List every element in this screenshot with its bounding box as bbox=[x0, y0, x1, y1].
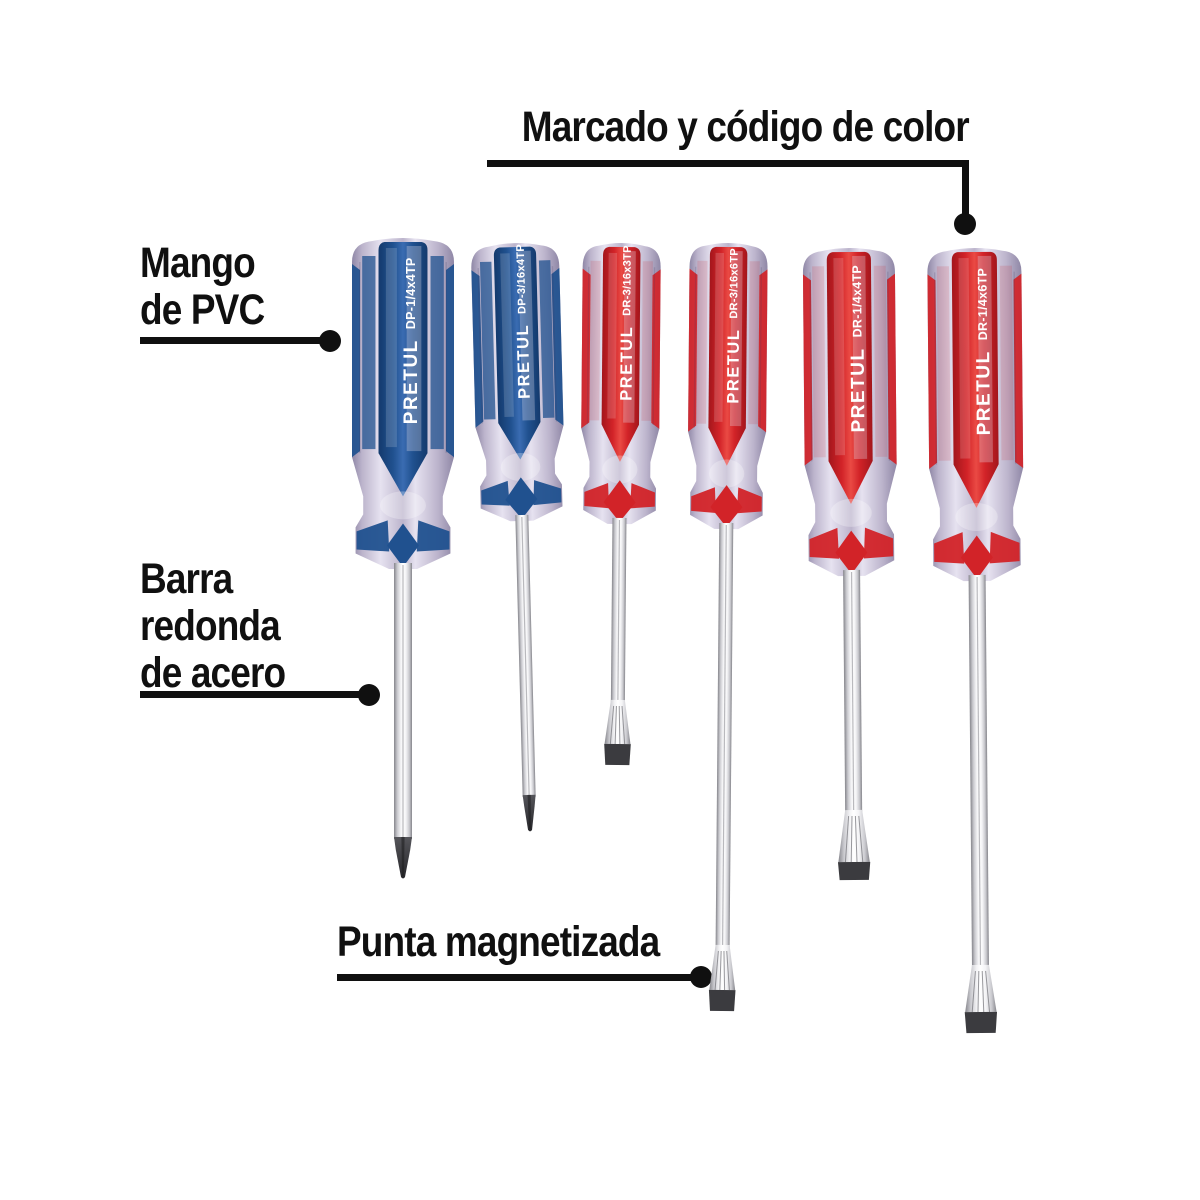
handle-core bbox=[826, 251, 873, 504]
flat-tip-end bbox=[837, 861, 871, 881]
callout-dot-mango bbox=[319, 330, 341, 352]
annotation-marcado-label: Marcado y código de color bbox=[449, 103, 970, 151]
annotation-punta-text: Punta magnetizada bbox=[337, 918, 660, 966]
handle-core bbox=[708, 246, 748, 466]
callout-line-marcado-vertical bbox=[962, 160, 969, 216]
handle-core bbox=[493, 246, 541, 460]
handle-label: PRETULDP-1/4x4TP bbox=[401, 257, 422, 424]
callout-line-punta bbox=[337, 974, 694, 981]
callout-line-marcado-horizontal bbox=[487, 160, 969, 167]
flat-tip-end bbox=[964, 1011, 998, 1034]
screwdriver-1: PRETULDP-1/4x4TP bbox=[352, 238, 454, 879]
handle-core bbox=[951, 251, 999, 508]
callout-dot-barra bbox=[358, 684, 380, 706]
annotation-barra-text: Barra redonda de acero bbox=[140, 555, 286, 697]
flat-tip-flare bbox=[838, 809, 870, 863]
handle-label: PRETULDR-3/16x6TP bbox=[724, 248, 743, 404]
handle-core bbox=[601, 246, 641, 462]
handle-label: PRETULDR-1/4x4TP bbox=[846, 265, 868, 433]
callout-dot-punta bbox=[690, 966, 712, 988]
screwdriver-5: PRETULDR-1/4x4TP bbox=[802, 248, 897, 881]
screwdriver-2: PRETULDP-3/16x4TP bbox=[471, 243, 564, 832]
annotation-punta-label: Punta magnetizada bbox=[337, 919, 712, 966]
screwdriver-3: PRETULDR-3/16x3TP bbox=[581, 243, 661, 766]
handle-label: PRETULDP-3/16x4TP bbox=[512, 244, 534, 399]
flat-tip-flare bbox=[709, 944, 736, 991]
flat-tip-flare bbox=[604, 699, 631, 745]
callout-dot-marcado bbox=[954, 213, 976, 235]
annotation-mango-label: Mango de PVC bbox=[140, 240, 285, 334]
handle-label: PRETULDR-3/16x3TP bbox=[617, 245, 636, 401]
callout-line-mango bbox=[140, 337, 322, 344]
callout-line-barra bbox=[140, 691, 362, 698]
handle-core bbox=[378, 242, 428, 497]
flat-tip-flare bbox=[965, 964, 997, 1013]
annotation-marcado-text: Marcado y código de color bbox=[522, 103, 970, 151]
screwdriver-4: PRETULDR-3/16x6TP bbox=[688, 243, 768, 1012]
flat-tip-end bbox=[708, 989, 736, 1012]
handle-label: PRETULDR-1/4x6TP bbox=[972, 268, 994, 436]
flat-tip-end bbox=[604, 743, 631, 766]
annotation-mango-text: Mango de PVC bbox=[140, 239, 265, 334]
annotation-barra-label: Barra redonda de acero bbox=[140, 556, 309, 697]
screwdriver-6: PRETULDR-1/4x6TP bbox=[927, 248, 1024, 1034]
